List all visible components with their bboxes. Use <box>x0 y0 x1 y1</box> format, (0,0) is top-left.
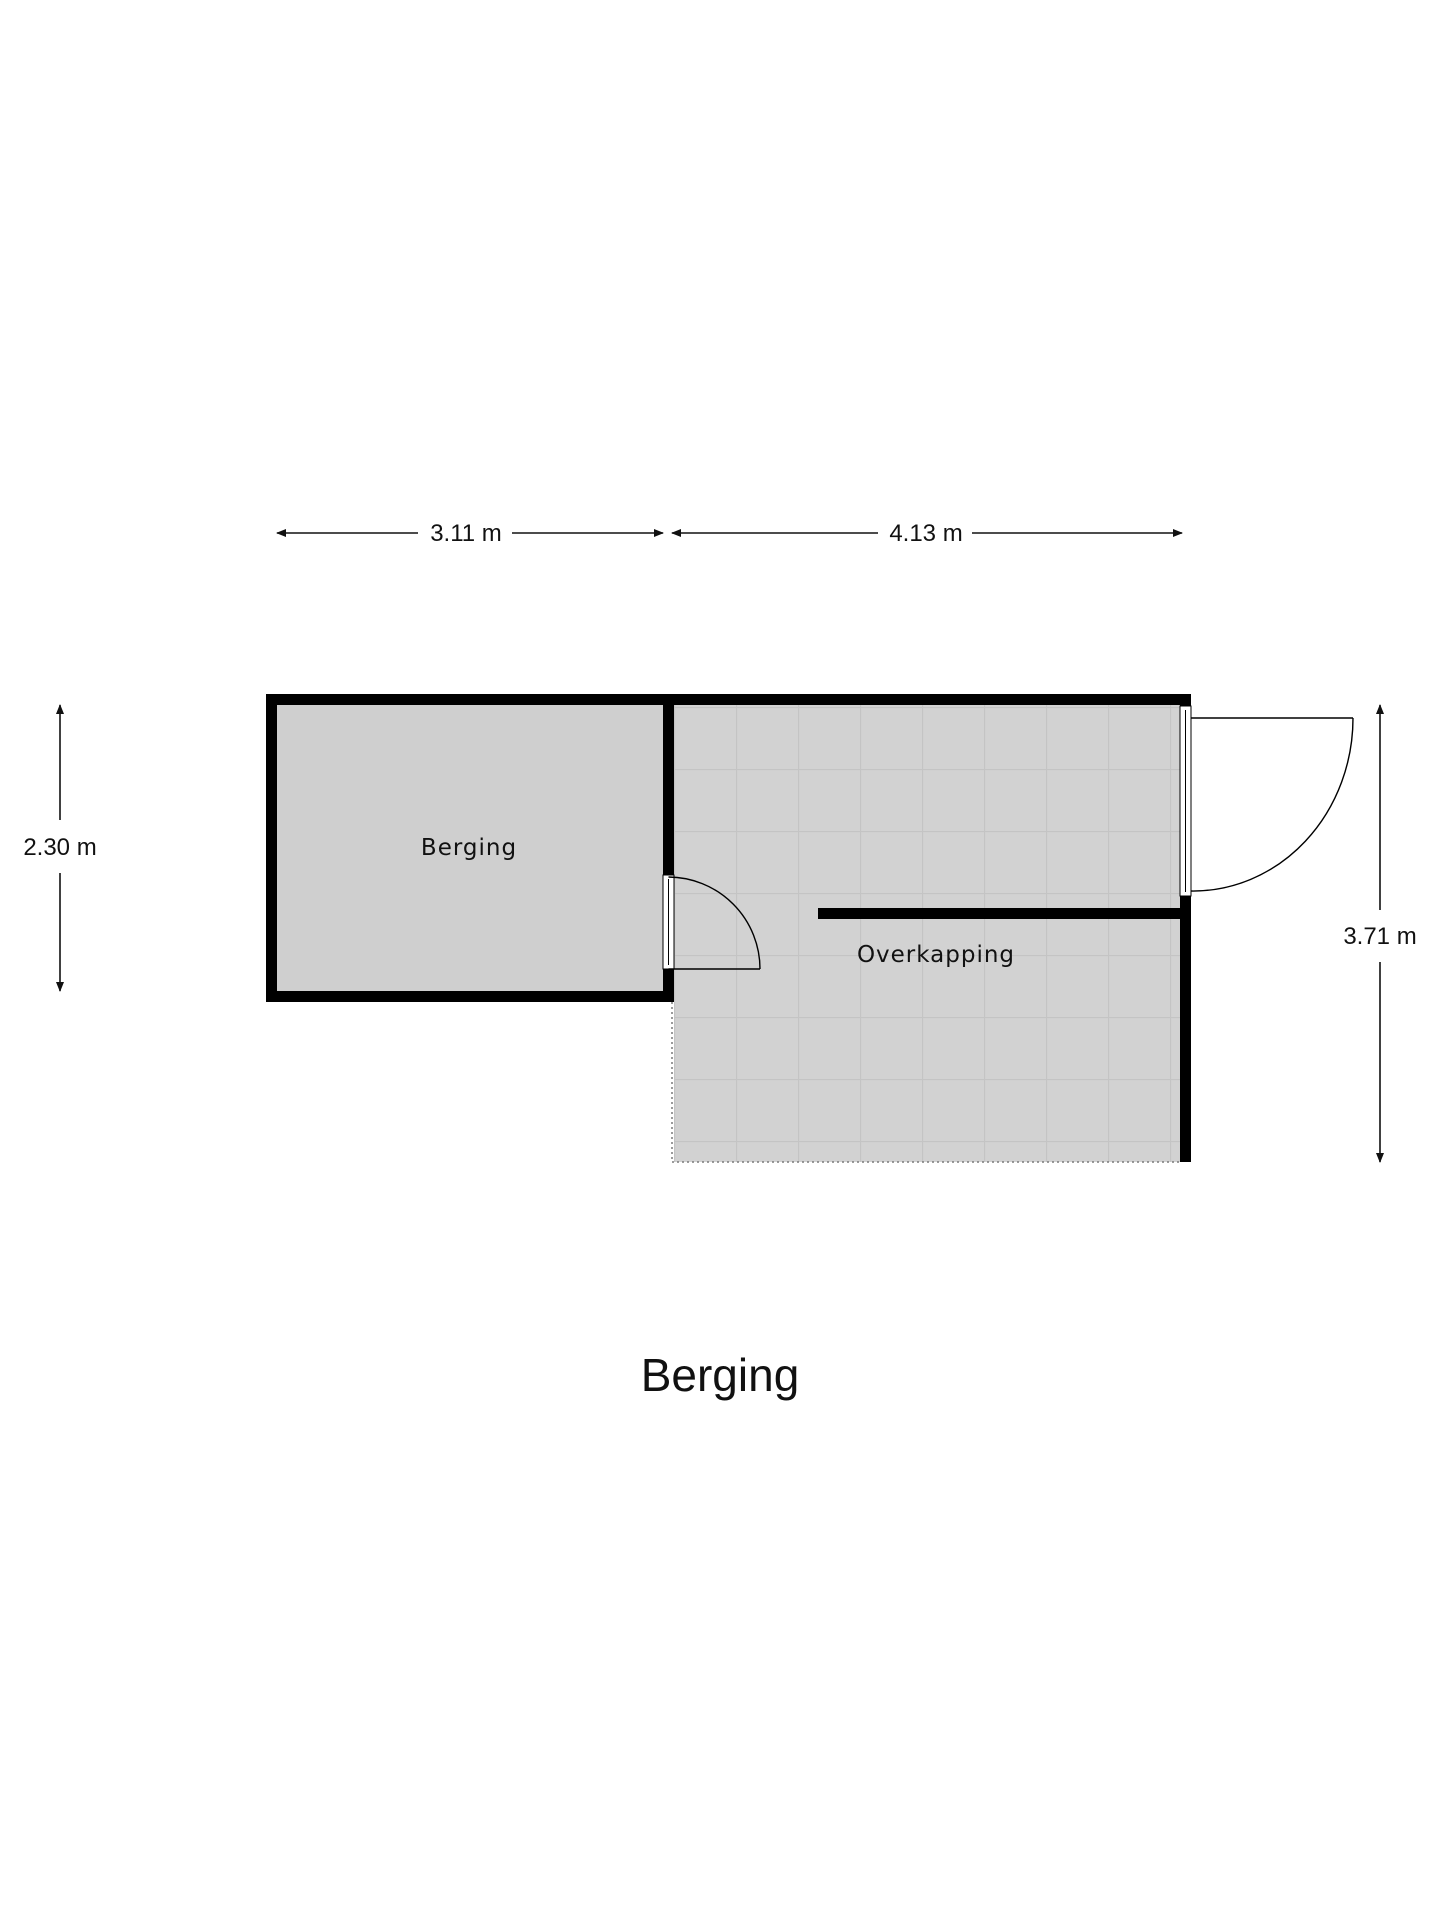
dimension-label-top-left: 3.11 m <box>430 520 502 547</box>
dimension-label-right: 3.71 m <box>1343 923 1416 950</box>
wall-partition-upper <box>663 694 674 875</box>
wall-partition-lower <box>663 969 674 1002</box>
overkapping-floor-bottom <box>674 914 1189 1162</box>
walls <box>266 694 1191 1162</box>
wall-inner-horizontal <box>818 908 1191 919</box>
wall-bottom-berging <box>266 991 674 1002</box>
room-label-berging: Berging <box>421 835 517 861</box>
exterior-door <box>1179 705 1354 897</box>
inner-door <box>662 874 761 970</box>
wall-top <box>266 694 1191 705</box>
plan-title: Berging <box>640 1349 800 1401</box>
dimension-label-top-right: 4.13 m <box>889 520 962 547</box>
room-label-overkapping: Overkapping <box>857 942 1015 968</box>
dimension-label-left: 2.30 m <box>23 834 96 861</box>
wall-right-upper <box>1180 694 1191 706</box>
wall-left <box>266 694 277 1002</box>
overkapping-floor-top <box>674 705 1191 914</box>
berging-floor <box>277 705 669 991</box>
wall-right-lower <box>1180 896 1191 1162</box>
